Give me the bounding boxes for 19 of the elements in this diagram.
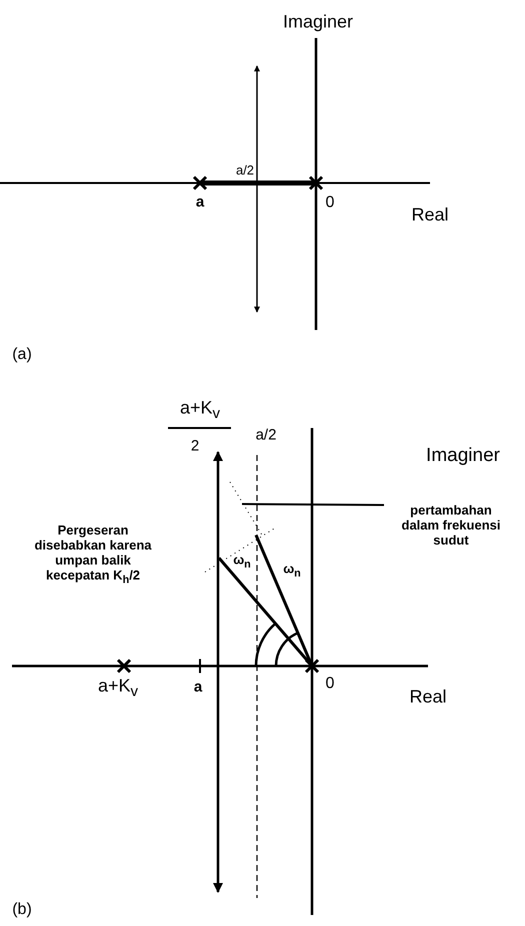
panel-label: (a) <box>12 346 32 364</box>
pole-label: a+K$_{v}$ <box>98 676 138 700</box>
annotation-text: Pergeseran disebabkan karena umpan balik kecepatan K$_{h}$/2 <box>33 524 153 586</box>
axis-label: Imaginer <box>426 445 500 467</box>
axis-label: Real <box>411 204 449 226</box>
annotation-text: pertambahan dalam frekuensi sudut <box>400 504 502 548</box>
origin-label: 0 <box>326 194 334 212</box>
pole-label: a <box>196 193 204 211</box>
frequency-label: ω$_{n}$ <box>233 552 251 572</box>
panel-label: (b) <box>12 900 32 920</box>
axis-label: Imaginer <box>282 12 354 32</box>
axis-value-label: a <box>194 678 202 696</box>
axis-label: Real <box>409 686 447 708</box>
axis-value-label: a/2 <box>236 164 254 178</box>
fraction-numerator: a+K$_{v}$ <box>180 398 220 422</box>
frequency-label: ω$_{n}$ <box>283 562 301 580</box>
fraction-denominator: 2 <box>190 437 200 455</box>
axis-value-label: a/2 <box>256 426 276 444</box>
origin-label: 0 <box>326 674 334 694</box>
